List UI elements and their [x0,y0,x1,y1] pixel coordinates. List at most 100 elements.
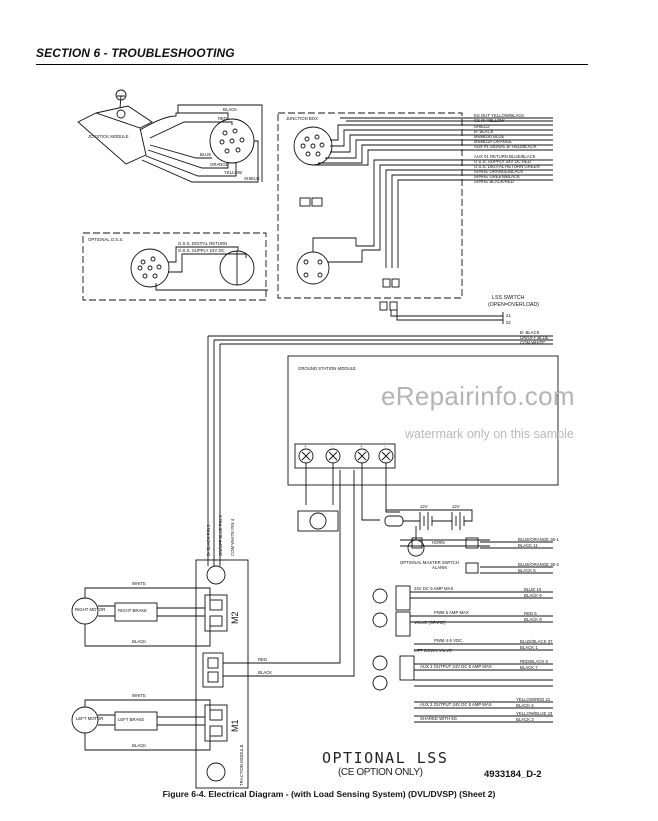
battery-label: 12V [420,504,428,509]
output-label: VALVE (SPARE) [414,620,446,625]
header-rule [36,64,588,65]
output-wire: BLACK 7 [520,665,538,670]
terminal-polarity: - [384,444,386,449]
red-wire-label: RED [258,657,267,662]
lss-switch-sublabel: (OPEN=OVERLOAD) [488,302,539,308]
output-wire: BLACK 4 [516,703,534,708]
output-label: 24V DC 5 AMP MAX [414,586,453,591]
output-label: AUX 2 OUTPUT 24V DC 5 AMP MAX [420,702,492,707]
junction-wire: O.S.S. DIGITAL RETURN GREEN [474,164,540,169]
lss-switch-label: LSS SWITCH [492,295,525,301]
output-label: LIFT DOWN VALVE [414,648,452,653]
output-label: AUX 1 OUTPUT 24V DC 5 AMP MAX [420,664,492,669]
left-motor-label: LEFT MOTOR [76,716,104,721]
junction-wire: SPARE BLACK/RED [474,179,514,184]
junction-wire: CS IN YELLOW [474,118,505,123]
output-label: PWM 4-5 VDC [434,638,462,643]
output-label-horn: HORN [432,540,445,545]
m2-label: M2 [230,611,240,624]
bus-wire-label: B- BLACK [520,330,540,335]
pin-label: B- BLACK PIN 2 [206,524,211,556]
joystick-body [77,112,147,165]
optional-oss-label: OPTIONAL O.S.S. [88,237,123,242]
black-wire-label: BLACK [132,639,146,644]
terminal-polarity: + [304,444,307,449]
master-switch-label: OPTIONAL MASTER SWITCH [400,560,459,565]
junction-wire: SPARE ORANGE/BLACK [474,169,523,174]
output-wire: YELLOW/RED 21 [516,697,551,702]
left-brake-label: LEFT BRAKE [118,717,144,722]
junction-connector [293,126,333,166]
right-brake-label: RIGHT BRAKE [118,608,147,613]
terminal-polarity: - [331,444,333,449]
junction-wire: ES OUT YELLOW/BLACK [474,113,524,118]
optional-lss-note: OPTIONAL LSS [322,749,449,767]
white-wire-label-left: WHITE [132,693,146,698]
pin-label: ON/OFF BLUE PIN 3 [218,515,223,556]
output-wire: RED 6 [524,611,537,616]
ground-station-module [287,355,559,486]
section-title: SECTION 6 - TROUBLESHOOTING [36,46,235,60]
drawing-number: 4933184_D-2 [484,769,542,780]
black-wire-label-left: BLACK [132,743,146,748]
bus-wire-label: ON/OFF BLUE [520,335,549,340]
lss-terminal: 22 [506,320,511,325]
traction-module [195,559,249,789]
watermark-main: eRepairinfo.com [381,381,575,411]
joystick-wire-orange: ORANGE [210,162,229,167]
joystick-wire-blue: BLUE [200,152,211,157]
white-wire-label: WHITE [132,581,146,586]
oss-return-label: O.S.S. DIGITAL RETURN [178,241,227,246]
output-wire: BLUE/BLACK 37 [520,639,553,644]
output-wire: BLUE 10 [524,587,542,592]
joystick-wire-shield: SHIELD [244,176,260,181]
junction-wire: MSMD30 BLUE [474,134,504,139]
oss-supply-label: O.S.S. SUPPLY 24V DC [178,248,225,253]
joystick-wire-yellow: YELLOW [224,170,243,175]
output-label: PWM 5 AMP MAX [434,610,469,615]
junction-wire: B- BLACK [474,129,494,134]
output-wire: YELLOW/BLUE 23 [516,711,553,716]
m1-label: M1 [230,719,240,732]
output-wire: BLACK 8 [524,617,542,622]
junction-wire: O.S.S. SUPPLY 24V DC RED [474,159,531,164]
junction-box [277,112,463,299]
output-wire: BLACK 5 [518,568,536,573]
left-brake [114,711,158,731]
optional-oss-box [82,232,267,301]
bus-wire-label: COM WHITE [520,340,545,345]
junction-box-label: JUNCTION BOX [286,116,318,121]
output-wire: BLACK 9 [524,593,542,598]
watermark-sub: watermark only on this sample [405,427,574,441]
junction-wire: AUX #1 RETURN BLUE/BLACK [474,154,536,159]
output-label: SHARED WITH 5G [420,716,458,721]
output-wire: BLUE/ORANGE 36-2 [518,562,559,567]
joystick-connector [209,118,255,164]
traction-module-label: TRACTION MODULE [239,744,244,786]
output-wire: RED/BLACK 5 [520,659,549,664]
junction-wire: MSMD3A ORANGE [474,139,512,144]
junction-wire: SHIELD [474,124,490,129]
output-wire: BLACK 3 [516,717,534,722]
battery-label: 12V [452,504,460,509]
junction-4pin-connector [296,251,330,285]
ce-option-note: (CE OPTION ONLY) [338,767,423,778]
pin-label: COM WHITE PIN 4 [230,518,235,556]
pump-motor [297,510,339,532]
output-wire: BLUE/ORANGE 36-1 [518,537,559,542]
joystick-wire-black: BLACK [223,107,237,112]
output-wire: BLACK 11 [518,543,538,548]
junction-wire: SPARE GREEN/BLACK [474,174,520,179]
junction-wire: AUX #1 SIGNAL B- RED/BLACK [474,144,537,149]
terminal-polarity: + [360,444,363,449]
joystick-wire-red: RED [218,116,227,121]
ground-station-module-label: GROUND STATION MODULE [298,366,356,371]
output-label-alarm: ALARM [432,565,447,570]
output-wire: BLACK 1 [520,645,538,650]
right-motor-label: RIGHT MOTOR [75,607,105,612]
joystick-module-label: JOYSTICK MODULE [88,134,129,139]
right-brake [114,602,158,622]
lss-terminal: 21 [506,313,511,318]
black-wire-label-gsm: BLACK [258,670,272,675]
